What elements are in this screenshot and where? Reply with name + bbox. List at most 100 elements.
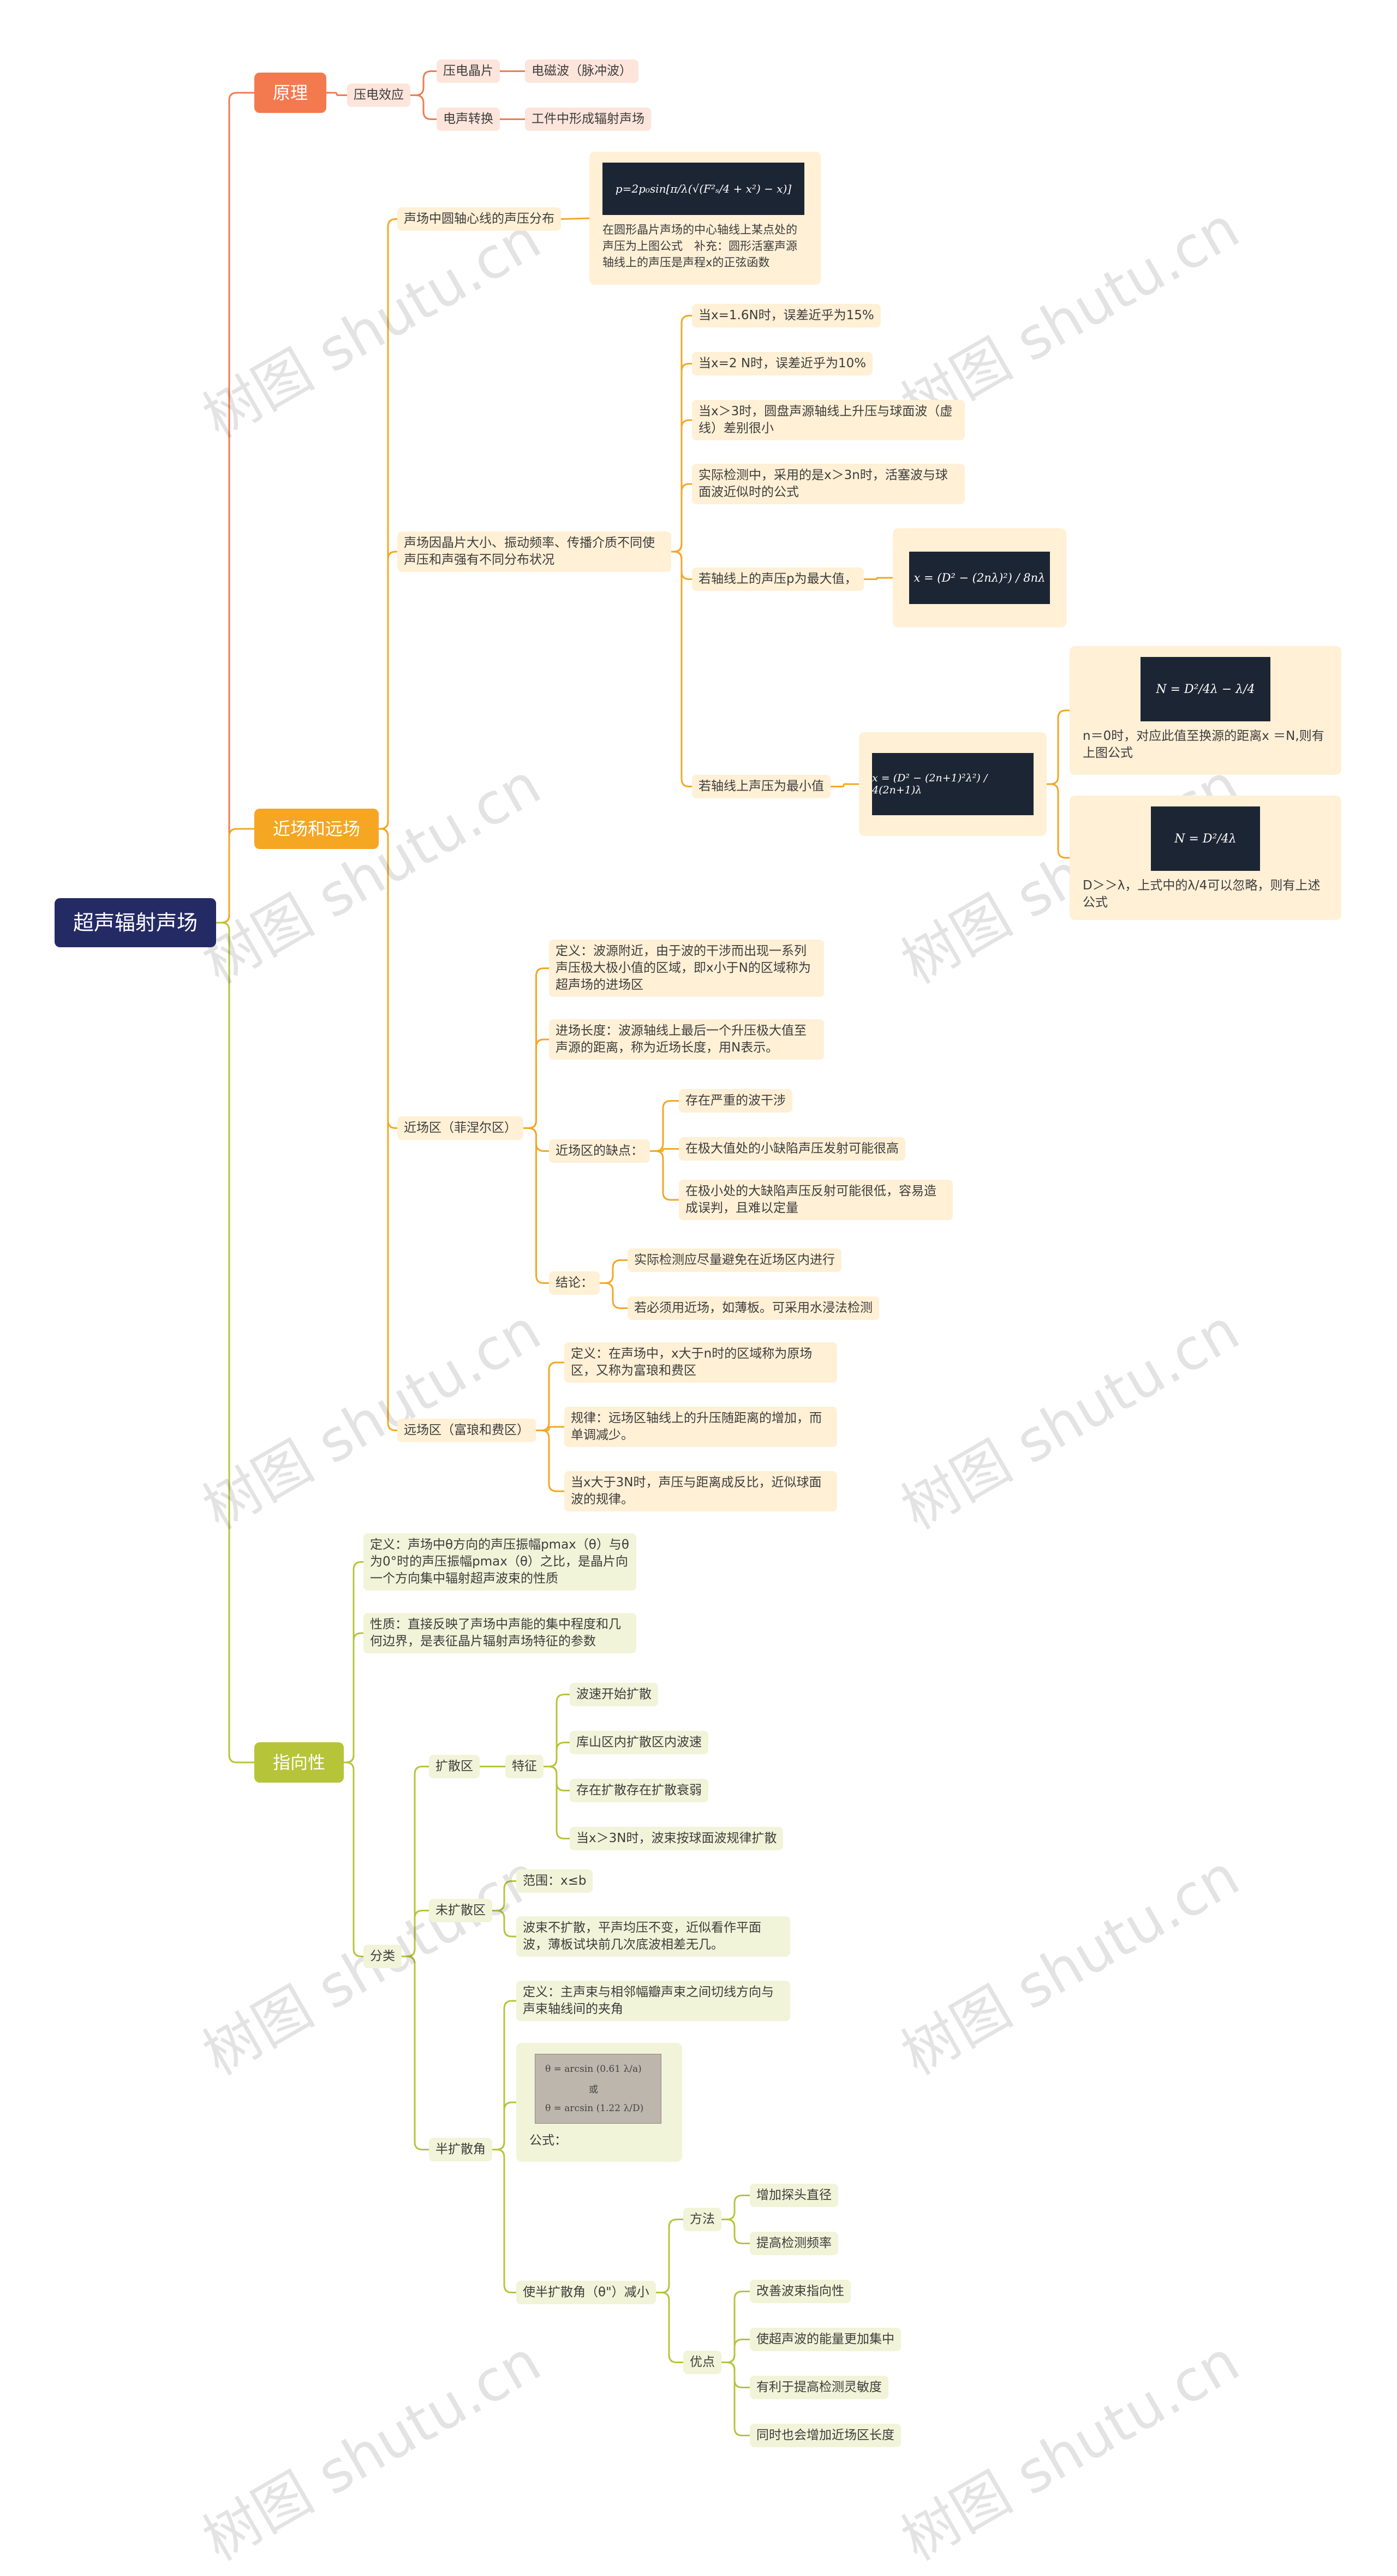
root-topic[interactable]: 超声辐射声场 — [55, 898, 216, 947]
formula-photo: θ = arcsin (0.61 λ/a) 或 θ = arcsin (1.22… — [535, 2054, 661, 2124]
node-defect-1[interactable]: 存在严重的波干涉 — [679, 1089, 792, 1113]
node-feature-1[interactable]: 波速开始扩散 — [570, 1683, 658, 1706]
n-note-2: D＞＞λ，上式中的λ/4可以忽略，则有上述公式 — [1083, 877, 1328, 911]
connector — [600, 1283, 628, 1308]
connector — [721, 2220, 750, 2244]
node-unspread-description[interactable]: 波束不扩散，平声均压不变，近似看作平面波，薄板试块前几次底波相差无几。 — [516, 1916, 790, 1957]
formula-photo-line-1: θ = arcsin (0.61 λ/a) — [545, 2064, 651, 2075]
connector — [656, 2293, 683, 2363]
connector — [1047, 710, 1070, 784]
connector — [216, 829, 254, 923]
connector — [379, 829, 397, 1431]
node-half-angle[interactable]: 半扩散角 — [429, 2138, 492, 2161]
connector — [216, 923, 254, 1762]
axis-formula-card[interactable]: p=2p₀sin[π/λ(√(F²ₛ/4 + x²) − x)] 在圆形晶片声场… — [589, 152, 821, 285]
node-conclusion-2[interactable]: 若必须用近场，如薄板。可采用水浸法检测 — [628, 1296, 879, 1320]
node-method-1[interactable]: 增加探头直径 — [750, 2184, 838, 2207]
node-unspread-zone[interactable]: 未扩散区 — [429, 1899, 492, 1922]
connector — [561, 218, 589, 219]
branch-directivity[interactable]: 指向性 — [254, 1742, 344, 1783]
connector — [536, 1431, 564, 1492]
node-far-zone-3n[interactable]: 当x大于3N时，声压与距离成反比，近似球面波的规律。 — [564, 1471, 837, 1511]
node-directivity-definition[interactable]: 定义：声场中θ方向的声压振幅pmax（θ）与θ为0°时的声压振幅pmax（θ）之… — [363, 1533, 636, 1591]
max-formula-card[interactable]: x = (D² − (2nλ)²) / 8nλ — [893, 528, 1066, 627]
node-near-zone-conclusion[interactable]: 结论： — [549, 1271, 600, 1295]
connector — [650, 1151, 679, 1200]
node-advantage-3[interactable]: 有利于提高检测灵敏度 — [750, 2376, 888, 2399]
connector — [402, 1911, 429, 1957]
node-classification[interactable]: 分类 — [363, 1945, 402, 1968]
node-conclusion-1[interactable]: 实际检测应尽量避免在近场区内进行 — [628, 1248, 841, 1272]
node-advantage-4[interactable]: 同时也会增加近场区长度 — [750, 2424, 901, 2447]
connector — [671, 552, 692, 787]
node-feature[interactable]: 特征 — [505, 1755, 544, 1778]
node-defect-2[interactable]: 在极大值处的小缺陷声压发射可能很高 — [679, 1137, 905, 1161]
node-near-zone-definition[interactable]: 定义：波源附近，由于波的干涉而出现一系列声压极大极小值的区域，即x小于N的区域称… — [549, 940, 824, 997]
connector — [671, 484, 692, 552]
node-spread-zone[interactable]: 扩散区 — [429, 1755, 480, 1778]
node-near-zone[interactable]: 近场区（菲涅尔区） — [397, 1116, 523, 1140]
node-advantage-1[interactable]: 改善波束指向性 — [750, 2280, 851, 2303]
node-feature-3[interactable]: 存在扩散存在扩散衰弱 — [570, 1779, 708, 1802]
formula-photo-line-3: θ = arcsin (1.22 λ/D) — [545, 2103, 651, 2114]
node-deviation-1[interactable]: 当x=1.6N时，误差近乎为15% — [692, 304, 881, 327]
node-defect-3[interactable]: 在极小处的大缺陷声压反射可能很低，容易造成误判，且难以定量 — [679, 1180, 953, 1220]
connector — [544, 1743, 570, 1767]
node-em-wave[interactable]: 电磁波（脉冲波） — [525, 59, 638, 83]
node-axis-pressure[interactable]: 声场中圆轴心线的声压分布 — [397, 207, 561, 231]
node-method-2[interactable]: 提高检测频率 — [750, 2232, 838, 2255]
connector — [831, 784, 859, 787]
connector — [402, 1957, 429, 2150]
connector — [344, 1762, 363, 1957]
node-deviation-2[interactable]: 当x=2 N时，误差近乎为10% — [692, 352, 873, 375]
node-advantage-2[interactable]: 使超声波的能量更加集中 — [750, 2328, 901, 2351]
node-conversion[interactable]: 电声转换 — [437, 107, 500, 131]
node-feature-4[interactable]: 当x＞3N时，波束按球面波规律扩散 — [570, 1827, 783, 1850]
node-max-pressure[interactable]: 若轴线上的声压p为最大值， — [692, 567, 864, 591]
min-formula-card[interactable]: x = (D² − (2n+1)²λ²) / 4(2n+1)λ — [859, 732, 1047, 836]
connector — [536, 1362, 564, 1431]
node-near-zone-length[interactable]: 进场长度：波源轴线上最后一个升压极大值至声源的距离，称为近场长度，用N表示。 — [549, 1019, 824, 1060]
n-formula-card-2[interactable]: N = D²/4λ D＞＞λ，上式中的λ/4可以忽略，则有上述公式 — [1070, 796, 1341, 920]
node-directivity-nature[interactable]: 性质：直接反映了声场中声能的集中程度和几何边界，是表征晶片辐射声场特征的参数 — [363, 1613, 636, 1653]
node-feature-2[interactable]: 库山区内扩散区内波速 — [570, 1731, 708, 1754]
branch-near-far[interactable]: 近场和远场 — [254, 809, 379, 849]
node-distribution[interactable]: 声场因晶片大小、振动频率、传播介质不同使声压和声强有不同分布状况 — [397, 531, 671, 572]
connector — [544, 1767, 570, 1839]
connector — [326, 93, 347, 95]
connector — [344, 1633, 363, 1762]
node-reduce-half-angle[interactable]: 使半扩散角（θ"）减小 — [516, 2281, 656, 2304]
node-far-zone-rule[interactable]: 规律：远场区轴线上的升压随距离的增加，而单调减少。 — [564, 1407, 837, 1447]
connector — [721, 2363, 750, 2436]
node-method[interactable]: 方法 — [683, 2208, 721, 2231]
node-piezo-effect[interactable]: 压电效应 — [347, 83, 410, 107]
node-radiation[interactable]: 工件中形成辐射声场 — [525, 107, 651, 131]
formula-photo-line-2: 或 — [545, 2082, 651, 2095]
node-far-zone-definition[interactable]: 定义：在声场中，x大于n时的区域称为原场区，又称为富琅和费区 — [564, 1342, 837, 1383]
n-formula-card-1[interactable]: N = D²/4λ − λ/4 n＝0时，对应此值至换源的距离x ＝N,则有上图… — [1070, 646, 1341, 775]
node-advantage[interactable]: 优点 — [683, 2351, 721, 2374]
connector — [410, 95, 437, 119]
connector — [379, 552, 397, 829]
node-half-angle-definition[interactable]: 定义：主声束与相邻幅瓣声束之间切线方向与声束轴线间的夹角 — [516, 1981, 790, 2021]
half-angle-formula-card[interactable]: θ = arcsin (0.61 λ/a) 或 θ = arcsin (1.22… — [516, 2043, 682, 2162]
connector — [523, 1039, 549, 1128]
connector — [492, 1911, 516, 1937]
node-deviation-3[interactable]: 当x＞3时，圆盘声源轴线上升压与球面波（虚线）差别很小 — [692, 400, 965, 440]
node-near-zone-defects[interactable]: 近场区的缺点： — [549, 1139, 650, 1163]
connector — [721, 2363, 750, 2388]
connector — [650, 1101, 679, 1151]
node-piezo-chip[interactable]: 压电晶片 — [437, 59, 500, 83]
node-range[interactable]: 范围：x≤b — [516, 1869, 593, 1893]
node-min-pressure[interactable]: 若轴线上声压为最小值 — [692, 775, 831, 798]
connector — [492, 2102, 516, 2150]
branch-principle[interactable]: 原理 — [254, 73, 326, 113]
connector — [721, 2292, 750, 2363]
min-formula: x = (D² − (2n+1)²λ²) / 4(2n+1)λ — [872, 753, 1034, 815]
node-far-zone[interactable]: 远场区（富琅和费区） — [397, 1419, 536, 1442]
connector — [1047, 784, 1070, 858]
n-formula-1: N = D²/4λ − λ/4 — [1141, 657, 1270, 721]
connector — [864, 578, 893, 579]
axis-formula: p=2p₀sin[π/λ(√(F²ₛ/4 + x²) − x)] — [602, 163, 804, 215]
node-deviation-4[interactable]: 实际检测中，采用的是x＞3n时，活塞波与球面波近似时的公式 — [692, 464, 965, 504]
